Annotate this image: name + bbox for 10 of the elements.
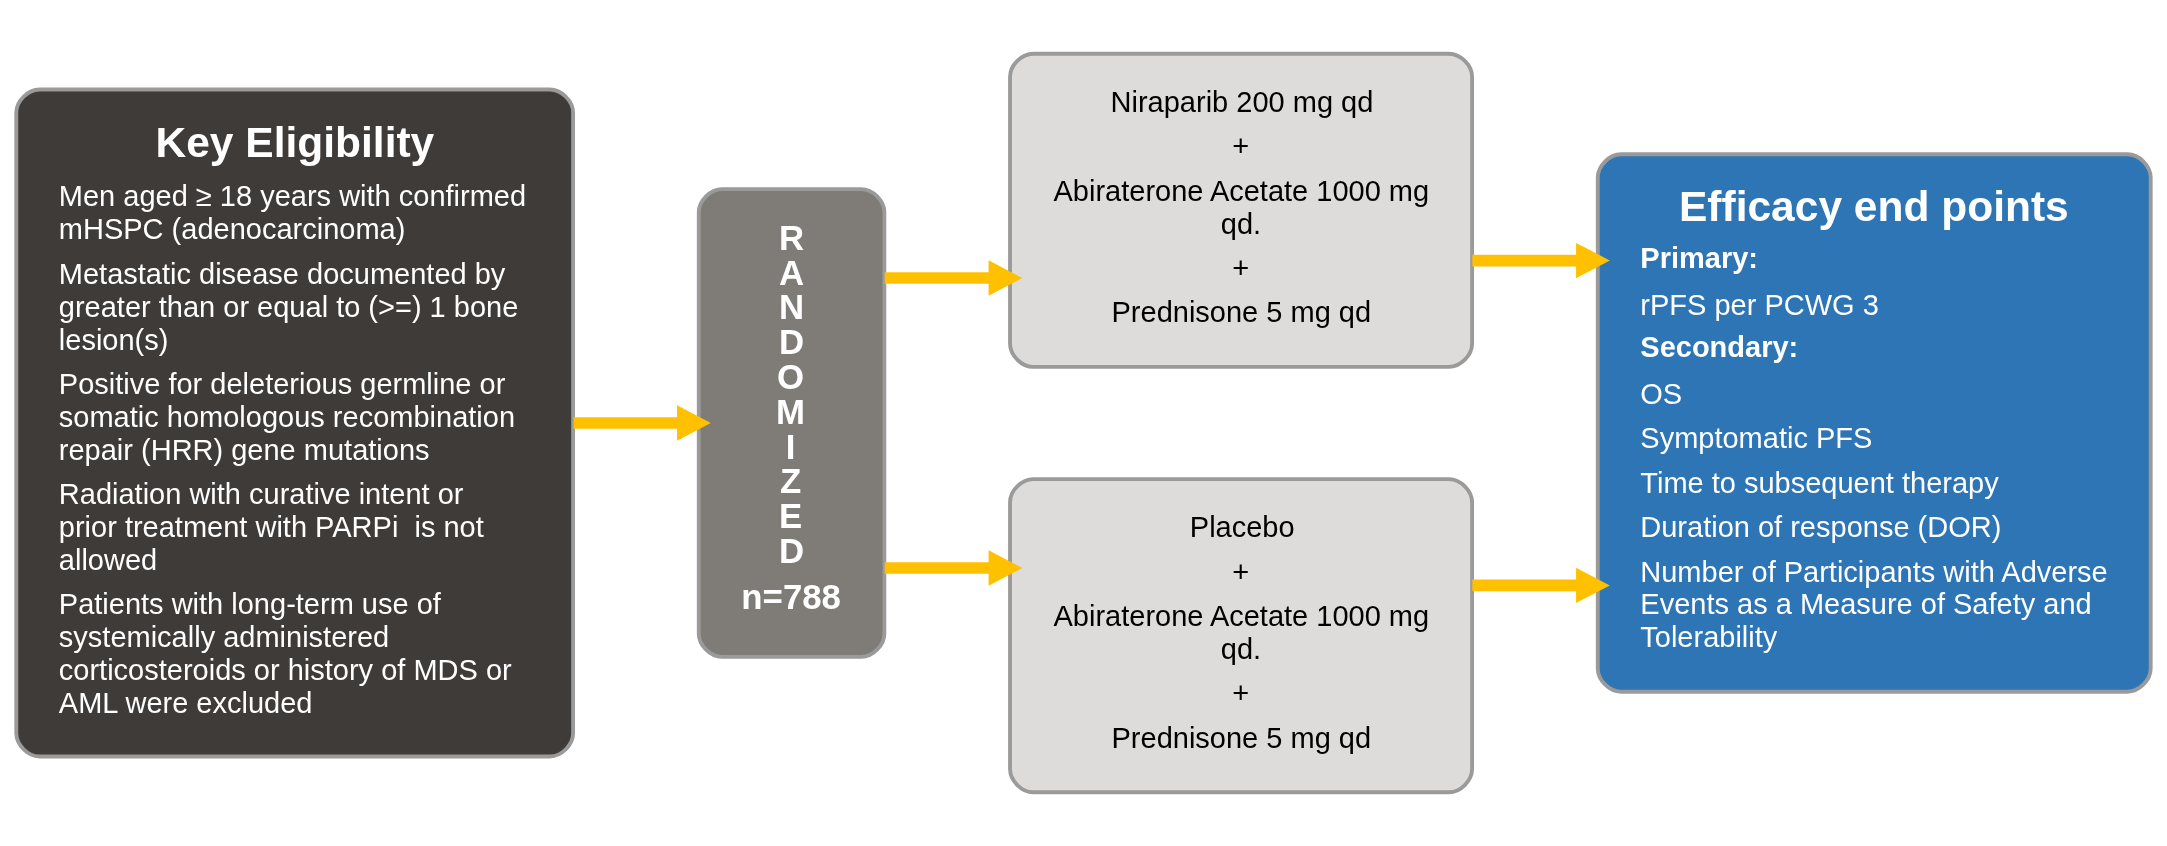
arrow	[1472, 242, 1610, 279]
arrow	[884, 260, 1023, 296]
arrow	[573, 405, 711, 441]
node-box: Niraparib 200 mg qd + Abiraterone Acetate 1000 mg qd. + Prednisone 5 mg qd	[1008, 51, 1475, 369]
arrow	[884, 550, 1023, 586]
node-box: Efficacy end points Primary: rPFS per PCWG 3 Secondary: OS Symptomatic PFS Time to subsequent therapy Duration of response (DOR) Number of Participants with Adverse Events as a Measure of Safety and Tolerability	[1595, 152, 2153, 694]
arrow	[1472, 567, 1610, 604]
node-box: Placebo + Abiraterone Acetate 1000 mg qd. + Prednisone 5 mg qd	[1008, 477, 1475, 795]
node-box: R A N D O M I Z E D n=788	[696, 187, 887, 659]
node-box: Key Eligibility Men aged ≥ 18 years with confirmed mHSPC (adenocarcinoma) Metastatic disease documented by greater than or equal to (>=) 1 bone lesion(s) Positive for deleterious germline or somatic homologous recombination repair (HRR) gene mutations Radiation with curative intent or prior treatment with PARPi is not allowed Patients with long-term use of systemically administered corticosteroids or history of MDS or AML were excluded	[14, 87, 576, 759]
